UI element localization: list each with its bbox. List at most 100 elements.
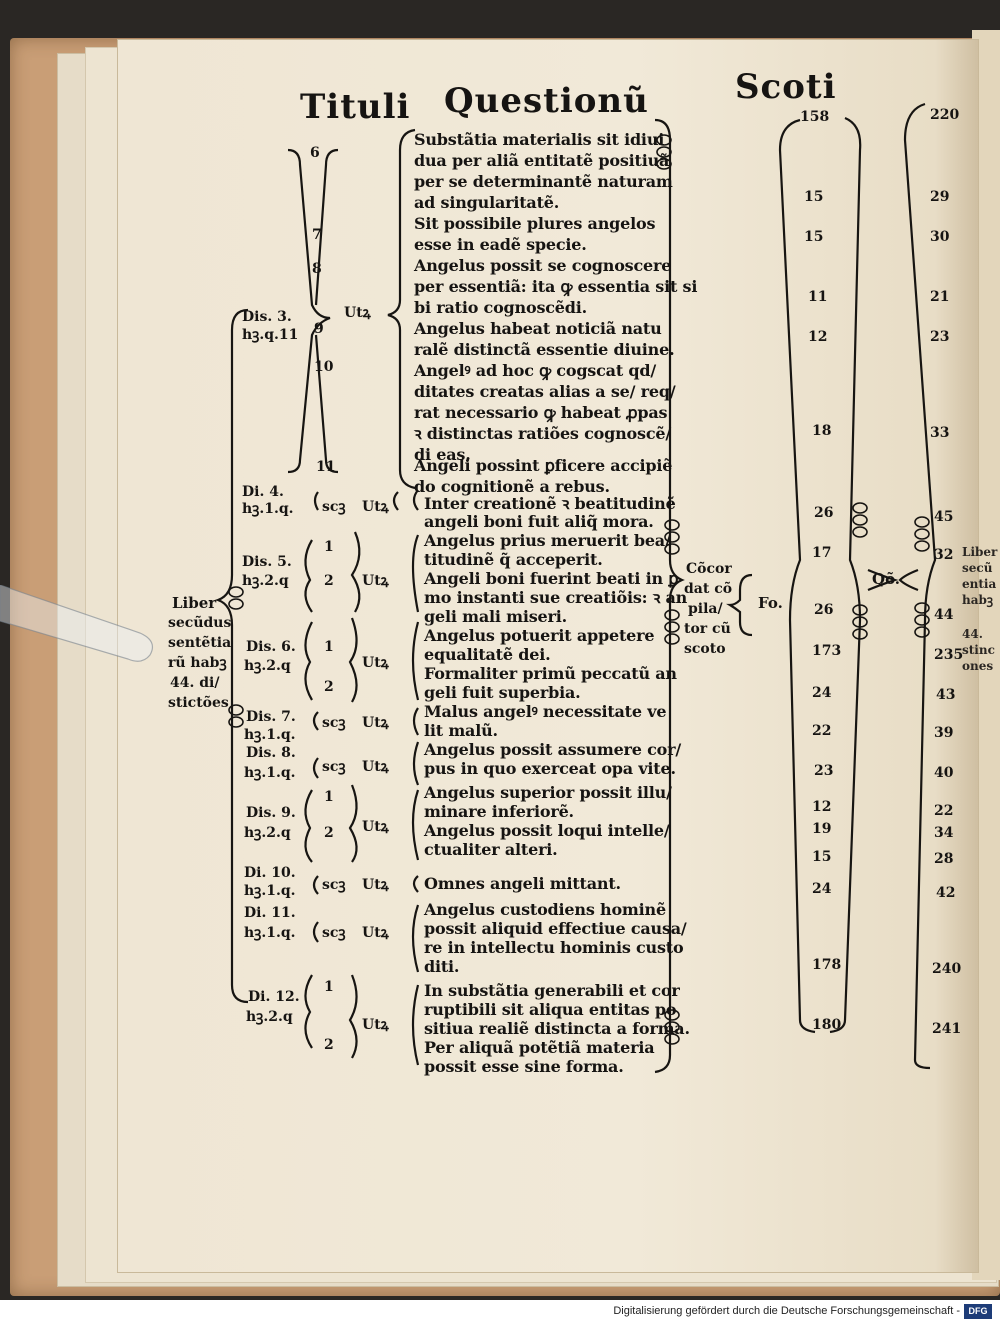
question-count-label: hꝫ.1.q. xyxy=(244,727,296,743)
footer-bar: Digitalisierung gefördert durch die Deut… xyxy=(0,1300,1000,1324)
question-index: 2 xyxy=(324,679,334,695)
question-number: 43 xyxy=(936,687,956,703)
question-count-label: hꝫ.1.q. xyxy=(244,765,296,781)
question-line: possit esse sine forma. xyxy=(424,1057,624,1076)
folio-number: 17 xyxy=(812,545,832,561)
question-index: 1 xyxy=(324,639,334,655)
liber-line: 44. di/ xyxy=(170,675,220,691)
question-line: bi ratio cognoscẽdi. xyxy=(414,298,588,317)
question-index: 6 xyxy=(310,145,320,161)
question-line: Substãtia materialis sit idiui xyxy=(414,130,665,149)
question-line: Angelꝰ ad hoc ꝙ cogscat qd/ xyxy=(414,361,657,380)
question-line: Angelus superior possit illu/ xyxy=(424,783,672,802)
title-word-3: Scoti xyxy=(735,67,837,107)
question-number: 235 xyxy=(934,647,964,663)
question-line: ditates creatas alias a se/ req/ xyxy=(414,382,676,401)
dfg-logo: DFG xyxy=(964,1304,992,1319)
question-line: angeli boni fuit aliq̃ mora. xyxy=(424,512,654,531)
question-index: 1 xyxy=(324,979,334,995)
margin-word: 44. xyxy=(962,627,983,641)
question-line: Angelus habeat noticiã natu xyxy=(414,319,662,338)
margin-word: ones xyxy=(962,659,994,673)
question-count-label: hꝫ.2.q xyxy=(244,658,291,674)
title-word-2: Questionũ xyxy=(444,81,649,121)
printed-page xyxy=(118,40,978,1272)
question-number: 241 xyxy=(932,1021,962,1037)
concordance-line: Cõcor xyxy=(686,561,732,577)
question-line: Angelus custodiens hominẽ xyxy=(424,900,666,919)
question-label: Qõ. xyxy=(872,570,901,588)
utrum-marker: Utꝝ xyxy=(362,925,389,941)
question-index: 1 xyxy=(324,539,334,555)
question-number: 28 xyxy=(934,851,954,867)
question-line: di eas. xyxy=(414,445,471,464)
distinction-label: Di. 4. xyxy=(242,484,284,500)
question-count-label: hꝫ.q.11 xyxy=(242,327,299,343)
question-count-label: hꝫ.2.q xyxy=(244,825,291,841)
question-line: diti. xyxy=(424,957,460,976)
question-count-label: hꝫ.2.q xyxy=(246,1009,293,1025)
question-line: minare inferiorẽ. xyxy=(424,802,574,821)
question-line: possit aliquid effectiue causa/ xyxy=(424,919,687,938)
question-line: re in intellectu hominis custo xyxy=(424,938,684,957)
margin-word: secũ xyxy=(962,561,993,575)
scilicet-label: scꝫ xyxy=(322,925,346,941)
folio-number: 26 xyxy=(814,602,834,618)
folio-number: 22 xyxy=(812,723,832,739)
question-index: 1 xyxy=(324,789,334,805)
question-index: 11 xyxy=(316,459,336,475)
concordance-line: tor cũ xyxy=(684,621,731,637)
folio-number: 173 xyxy=(812,643,842,659)
question-line: Omnes angeli mittant. xyxy=(424,874,621,893)
liber-line: stictões xyxy=(168,695,229,711)
liber-line: Liber xyxy=(172,594,217,612)
question-index: 7 xyxy=(312,227,322,243)
question-line: In substãtia generabili et cor xyxy=(424,981,680,1000)
question-line: pus in quo exerceat opa vite. xyxy=(424,759,676,778)
question-line: titudinẽ q̃ acceperit. xyxy=(424,550,603,569)
distinction-label: Dis. 5. xyxy=(242,554,292,570)
margin-word: habꝫ xyxy=(962,593,994,607)
question-line: geli mali miseri. xyxy=(424,607,567,626)
margin-word: Liber xyxy=(962,545,998,559)
liber-line: sentẽtia xyxy=(168,635,232,651)
folio-number: 15 xyxy=(804,229,824,245)
question-number: 33 xyxy=(930,425,950,441)
question-count-label: hꝫ.1.q. xyxy=(244,883,296,899)
utrum-marker: Utꝝ xyxy=(362,573,389,589)
question-line: Inter creationẽ ꝛ beatitudinẽ xyxy=(424,494,676,513)
question-number: 22 xyxy=(934,803,954,819)
scilicet-label: scꝫ xyxy=(322,715,346,731)
folio-number: 19 xyxy=(812,821,832,837)
question-number: 23 xyxy=(930,329,950,345)
question-line: sitiua realiẽ distincta a forma. xyxy=(424,1019,690,1038)
utrum-marker: Utꝝ xyxy=(344,305,371,321)
question-line: Angelus possit se cognoscere xyxy=(414,256,672,275)
question-line: Sit possibile plures angelos xyxy=(414,214,656,233)
folio-number: 18 xyxy=(812,423,832,439)
question-index: 10 xyxy=(314,359,334,375)
question-line: ctualiter alteri. xyxy=(424,840,558,859)
distinction-label: Di. 11. xyxy=(244,905,296,921)
distinction-label: Di. 10. xyxy=(244,865,296,881)
distinction-label: Dis. 3. xyxy=(242,309,292,325)
question-number: 42 xyxy=(936,885,956,901)
funding-credit: Digitalisierung gefördert durch die Deut… xyxy=(613,1305,960,1317)
question-count-label: hꝫ.1.q. xyxy=(242,501,294,517)
question-line: Angelus prius meruerit bea/ xyxy=(424,531,671,550)
folio-number: 24 xyxy=(812,881,832,897)
folio-number: 15 xyxy=(804,189,824,205)
scilicet-label: scꝫ xyxy=(322,759,346,775)
question-number: 39 xyxy=(934,725,954,741)
scilicet-label: scꝫ xyxy=(322,499,346,515)
margin-word: entia xyxy=(962,577,997,591)
folio-label: Fo. xyxy=(758,594,783,612)
question-index: 2 xyxy=(324,573,334,589)
folio-number: 15 xyxy=(812,849,832,865)
question-index: 2 xyxy=(324,825,334,841)
question-line: ralẽ distinctã essentie diuine. xyxy=(414,340,675,359)
folio-number: 12 xyxy=(808,329,828,345)
question-index: 9 xyxy=(314,321,324,337)
question-line: Angelus possit assumere cor/ xyxy=(424,740,682,759)
liber-line: rũ habꝫ xyxy=(168,655,227,671)
